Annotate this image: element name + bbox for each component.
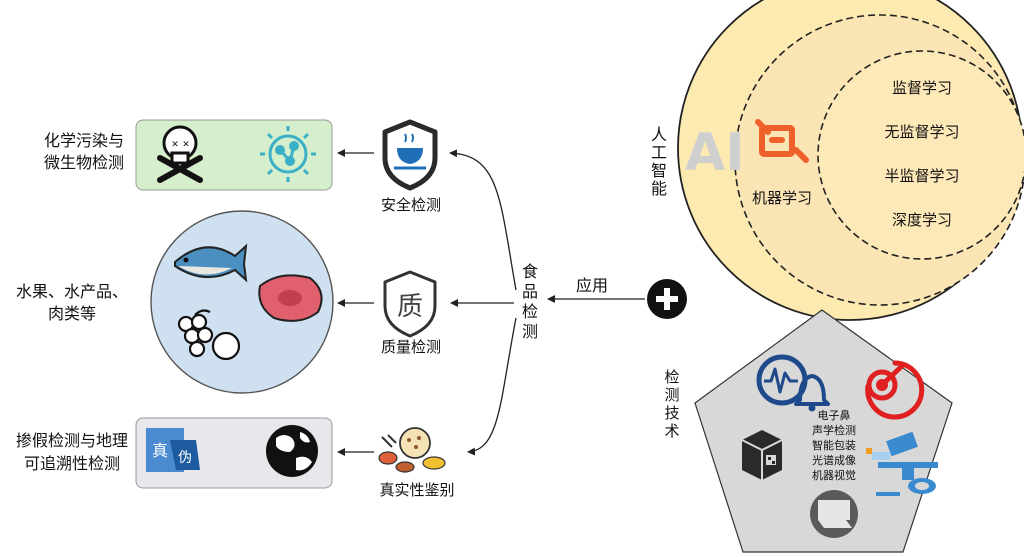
svg-text:✕: ✕ <box>182 140 190 150</box>
ml-sub-circle <box>817 50 1024 260</box>
ai-char: 智 <box>651 161 667 180</box>
machine-learning-icon <box>755 119 809 163</box>
tech-char: 测 <box>664 386 679 404</box>
spectral-imaging-icon <box>866 431 938 496</box>
arrow-to-auth <box>467 317 517 456</box>
auth-target-line2: 可追溯性检测 <box>24 454 120 473</box>
ml-item-semi-supervised: 半监督学习 <box>884 167 959 185</box>
smart-package-icon <box>741 430 783 480</box>
globe-icon <box>266 425 318 477</box>
quality-shield-icon: 质 <box>383 270 437 338</box>
acoustic-bell-icon <box>756 354 830 412</box>
food-detection-label: 食 品 检 测 <box>522 262 538 341</box>
tech-char: 术 <box>664 422 679 440</box>
quality-label: 质量检测 <box>381 338 441 356</box>
ai-circle-group: AI 机器学习 监督学习 无监督学习 半监督学习 深度学习 <box>677 0 1024 321</box>
ml-item-unsupervised: 无监督学习 <box>884 123 959 141</box>
arrow-to-safety <box>449 149 517 291</box>
tech-item-enose: 电子鼻 <box>818 408 851 422</box>
skull-crossbones-icon: ✕ ✕ <box>157 125 203 183</box>
ml-item-supervised: 监督学习 <box>892 79 952 97</box>
ml-item-deep: 深度学习 <box>892 211 952 229</box>
quality-target-line2: 肉类等 <box>48 304 96 323</box>
ai-char: 工 <box>651 143 667 162</box>
safety-target-line1: 化学污染与 <box>44 131 124 150</box>
safety-target-line2: 微生物检测 <box>44 153 124 172</box>
tech-item-packaging: 智能包装 <box>812 438 856 452</box>
tech-pentagon-group: 电子鼻 声学检测 智能包装 光谱成像 机器视觉 <box>694 309 953 553</box>
food-plate-icon <box>378 427 446 473</box>
food-char: 食 <box>522 262 538 281</box>
tag-false: 伪 <box>178 450 192 466</box>
fruit-icon <box>177 309 241 361</box>
tech-char: 技 <box>664 404 679 422</box>
auth-target-line1: 掺假检测与地理 <box>16 431 128 450</box>
safety-shield-icon <box>382 119 438 191</box>
quality-target-line1: 水果、水产品、 <box>16 282 128 301</box>
ai-char: 能 <box>651 179 667 198</box>
meat-icon <box>258 274 323 322</box>
fish-icon <box>174 243 248 283</box>
ai-char: 人 <box>651 125 667 144</box>
tech-item-acoustic: 声学检测 <box>812 423 856 437</box>
food-char: 测 <box>522 322 538 341</box>
ai-vertical-label: 人 工 智 能 <box>651 125 667 198</box>
food-char: 检 <box>522 302 538 321</box>
ml-label: 机器学习 <box>752 189 812 207</box>
tech-vertical-label: 检 测 技 术 <box>664 368 679 440</box>
food-char: 品 <box>522 282 538 301</box>
apply-label: 应用 <box>576 276 608 295</box>
true-false-tag-icon: 真 伪 <box>146 428 200 472</box>
virus-icon <box>260 126 316 182</box>
tech-item-vision: 机器视觉 <box>812 468 856 482</box>
tech-char: 检 <box>664 368 679 386</box>
quality-glyph: 质 <box>397 292 423 322</box>
svg-text:✕: ✕ <box>171 140 179 150</box>
safety-label: 安全检测 <box>381 196 441 214</box>
plus-icon <box>647 279 687 319</box>
ai-watermark: AI <box>685 123 745 183</box>
machine-vision-icon <box>810 490 858 538</box>
auth-label: 真实性鉴别 <box>379 481 454 499</box>
tag-true: 真 <box>152 441 168 460</box>
radar-icon <box>865 360 925 420</box>
tech-item-spectral: 光谱成像 <box>812 453 856 467</box>
